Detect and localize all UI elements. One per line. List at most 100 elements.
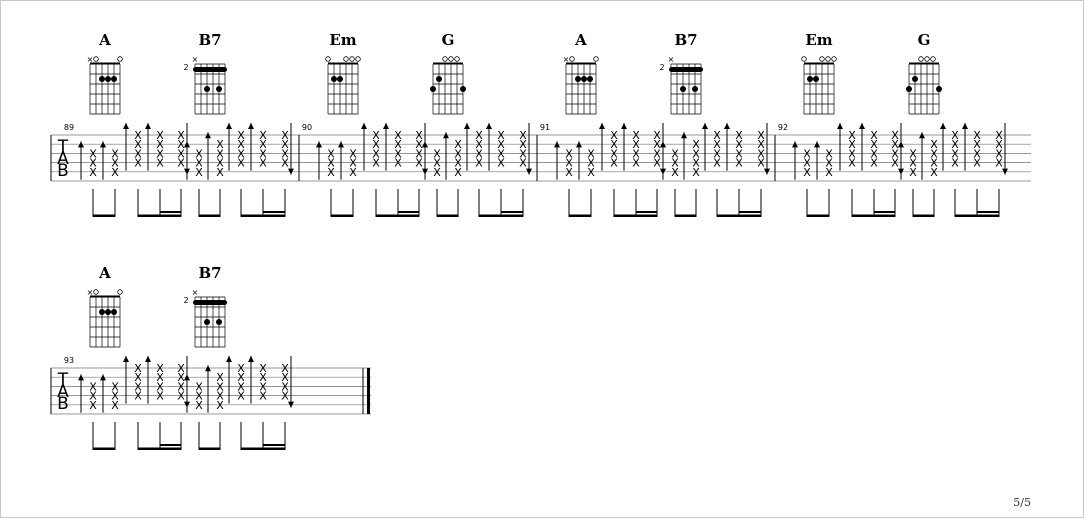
muted-string-marker: × [192, 55, 199, 64]
open-string-marker [349, 56, 355, 62]
measure-number: 90 [302, 123, 312, 132]
measure-number: 91 [540, 123, 550, 132]
rhythm-beam-secondary [398, 211, 419, 213]
strum-x-mark: X [995, 157, 1003, 170]
strum-x-mark: X [259, 390, 267, 403]
strum-x-mark: X [237, 157, 245, 170]
strum-x-mark: X [89, 157, 97, 170]
strum-x-mark: X [281, 138, 289, 151]
strum-x-mark: X [349, 157, 357, 170]
strum-x-mark: X [497, 138, 505, 151]
arrow-head [792, 141, 798, 148]
finger-dot [906, 86, 912, 92]
strum-x-mark: X [156, 147, 164, 160]
strum-x-mark: X [216, 399, 224, 412]
strum-x-mark: X [372, 138, 380, 151]
finger-dot [430, 86, 436, 92]
arrow-head [599, 123, 605, 129]
strum-x-mark: X [995, 129, 1003, 142]
strum-x-mark: X [156, 138, 164, 151]
open-string-marker [93, 289, 99, 295]
rhythm-beam [717, 214, 761, 217]
finger-dot [216, 319, 222, 325]
nut [90, 295, 120, 298]
strum-x-mark: X [156, 390, 164, 403]
strum-x-mark: X [803, 166, 811, 179]
finger-dot [204, 319, 210, 325]
finger-dot [204, 86, 210, 92]
strum-x-mark: X [735, 147, 743, 160]
strum-x-mark: X [951, 147, 959, 160]
strum-x-mark: X [497, 147, 505, 160]
open-string-marker [825, 56, 831, 62]
strum-x-mark: X [632, 157, 640, 170]
strum-x-mark: X [713, 138, 721, 151]
finger-dot [99, 76, 105, 82]
strum-x-mark: X [134, 129, 142, 142]
strum-x-mark: X [216, 138, 224, 151]
strum-x-mark: X [177, 380, 185, 393]
strum-x-mark: X [848, 147, 856, 160]
strum-x-mark: X [195, 380, 203, 393]
strum-x-mark: X [216, 390, 224, 403]
arrow-head [837, 123, 843, 129]
strum-x-mark: X [870, 157, 878, 170]
measure-number: 89 [64, 123, 74, 132]
strum-x-mark: X [653, 138, 661, 151]
strum-x-mark: X [259, 380, 267, 393]
strum-x-mark: X [454, 166, 462, 179]
strum-x-mark: X [111, 390, 119, 403]
strum-x-mark: X [433, 166, 441, 179]
strum-x-mark: X [973, 157, 981, 170]
strum-x-mark: X [433, 147, 441, 160]
strum-x-mark: X [281, 390, 289, 403]
rhythm-beam [199, 214, 220, 217]
strum-x-mark: X [803, 147, 811, 160]
strum-x-mark: X [216, 157, 224, 170]
strum-x-mark: X [692, 138, 700, 151]
strum-x-mark: X [848, 138, 856, 151]
strum-x-mark: X [195, 166, 203, 179]
chord-diagram-g: G [906, 31, 942, 115]
strum-x-mark: X [930, 166, 938, 179]
strum-x-mark: X [89, 380, 97, 393]
barre [193, 67, 227, 72]
strum-x-mark: X [372, 147, 380, 160]
strum-x-mark: X [281, 371, 289, 384]
arrow-head [145, 356, 151, 362]
rhythm-beam-secondary [636, 211, 657, 213]
strum-x-mark: X [973, 138, 981, 151]
strum-x-mark: X [995, 138, 1003, 151]
arrow-head [919, 132, 925, 139]
finger-dot [105, 309, 111, 315]
open-string-marker [325, 56, 331, 62]
arrow-head [78, 141, 84, 148]
strum-x-mark: X [237, 129, 245, 142]
chord-diagram-em: Em [325, 31, 361, 115]
strum-x-mark: X [671, 166, 679, 179]
finger-dot [99, 309, 105, 315]
strum-x-mark: X [177, 390, 185, 403]
strum-x-mark: X [610, 157, 618, 170]
strum-x-mark: X [891, 157, 899, 170]
strum-x-mark: X [216, 371, 224, 384]
open-string-marker [93, 56, 99, 62]
strum-x-mark: X [565, 166, 573, 179]
strum-x-mark: X [848, 157, 856, 170]
rhythm-beam-secondary [501, 211, 523, 213]
rhythm-beam [569, 214, 591, 217]
strum-x-mark: X [177, 362, 185, 375]
arrow-head [702, 123, 708, 129]
rhythm-beam-secondary [977, 211, 999, 213]
strum-x-mark: X [156, 157, 164, 170]
strum-x-mark: X [519, 157, 527, 170]
strum-x-mark: X [519, 138, 527, 151]
strum-x-mark: X [394, 129, 402, 142]
measure-number: 92 [778, 123, 788, 132]
rhythm-beam [241, 447, 285, 450]
arrow-head [621, 123, 627, 129]
strum-x-mark: X [177, 371, 185, 384]
strum-x-mark: X [372, 157, 380, 170]
tab-clef-letter: A [57, 382, 69, 402]
